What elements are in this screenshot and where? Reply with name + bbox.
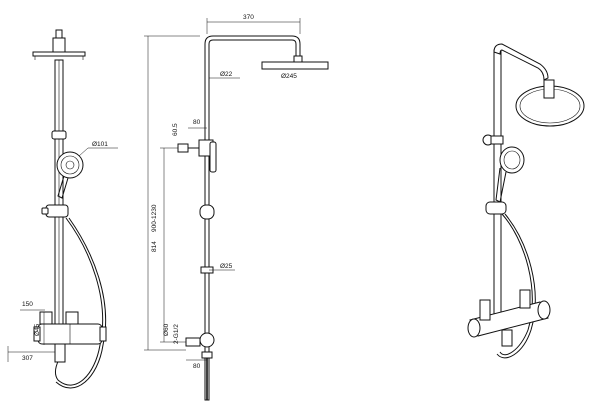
- dim-overhead-reach: 370: [206, 14, 301, 34]
- rain-head-side: [32, 29, 86, 60]
- riser-arm-front: [204, 35, 301, 401]
- side-view: Ø101 150 Ø45 307: [7, 29, 118, 389]
- bottom-connector-front: Ø60 2-G1/2 80: [163, 323, 215, 400]
- svg-text:80: 80: [193, 119, 201, 126]
- slider-front: [199, 204, 215, 220]
- slider-side: [45, 204, 69, 218]
- hand-shower-3d: [495, 146, 525, 203]
- mixer-3d: [467, 289, 551, 347]
- svg-text:80: 80: [193, 363, 201, 370]
- dim-mixer-body: Ø45: [34, 312, 45, 345]
- dim-height-range: 900-1230: [144, 35, 200, 351]
- dim-lower-pipe: Ø25: [220, 263, 233, 270]
- dim-mixer-width: 307: [22, 355, 33, 362]
- dim-head-diameter: Ø245: [281, 73, 297, 80]
- front-view: Ø245 370 Ø22 80 60.5 Ø25: [144, 14, 329, 401]
- svg-text:2-G1/2: 2-G1/2: [173, 324, 180, 344]
- hand-shower-side: Ø101: [56, 141, 118, 199]
- svg-text:370: 370: [243, 14, 254, 21]
- mixer-side: [33, 311, 107, 363]
- dim-slide-length: 814: [151, 147, 186, 343]
- svg-text:Ø45: Ø45: [34, 323, 41, 336]
- dim-riser-diameter: Ø22: [220, 71, 233, 78]
- perspective-view: [467, 43, 585, 359]
- hose-side: [55, 217, 104, 386]
- svg-text:900-1230: 900-1230: [151, 204, 158, 232]
- svg-text:Ø60: Ø60: [163, 323, 170, 336]
- svg-text:814: 814: [151, 241, 158, 252]
- dim-inlet-spacing: 150: [22, 301, 33, 308]
- svg-text:60.5: 60.5: [172, 123, 179, 136]
- hand-shower-front: [209, 141, 217, 173]
- upper-clamp-side: [51, 130, 67, 140]
- slider-3d: [485, 201, 507, 215]
- rain-head-front: [261, 61, 329, 70]
- dim-handshower-diameter: Ø101: [92, 141, 108, 148]
